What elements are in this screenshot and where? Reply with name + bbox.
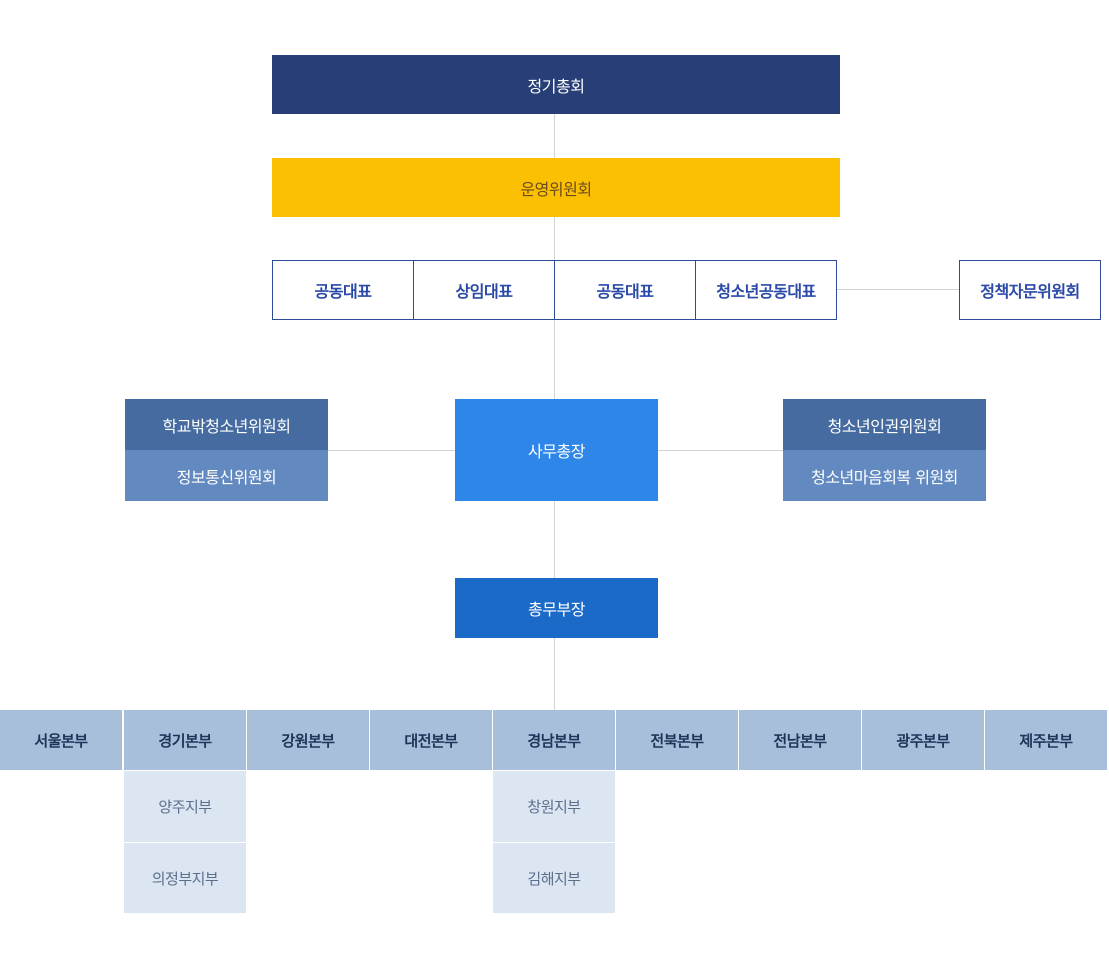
headquarters-jeju: 제주본부 xyxy=(985,710,1107,770)
headquarters-daejeon: 대전본부 xyxy=(370,710,492,770)
headquarters-gwangju: 광주본부 xyxy=(862,710,984,770)
headquarters-seoul: 서울본부 xyxy=(0,710,122,770)
headquarters-gyeonggi: 경기본부 xyxy=(124,710,246,770)
standing-representative-box: 상임대표 xyxy=(413,260,555,320)
connector-right-committees xyxy=(657,450,783,451)
headquarters-jeonnam: 전남본부 xyxy=(739,710,861,770)
branch-uijeongbu: 의정부지부 xyxy=(124,843,246,913)
headquarters-gangwon: 강원본부 xyxy=(247,710,369,770)
youth-mind-recovery-committee-box: 청소년마음회복 위원회 xyxy=(783,450,986,501)
branch-changwon: 창원지부 xyxy=(493,771,615,842)
policy-advisory-committee-box: 정책자문위원회 xyxy=(959,260,1101,320)
youth-human-rights-committee-box: 청소년인권위원회 xyxy=(783,399,986,450)
connector-left-committees xyxy=(328,450,455,451)
general-manager-box: 총무부장 xyxy=(455,578,658,638)
youth-co-representative-box: 청소년공동대표 xyxy=(695,260,837,320)
steering-committee-box: 운영위원회 xyxy=(272,158,840,217)
secretary-general-box: 사무총장 xyxy=(455,399,658,501)
information-communication-committee-box: 정보통신위원회 xyxy=(125,450,328,501)
general-assembly-box: 정기총회 xyxy=(272,55,840,114)
branch-yangju: 양주지부 xyxy=(124,771,246,842)
out-of-school-youth-committee-box: 학교밖청소년위원회 xyxy=(125,399,328,450)
co-representative-box: 공동대표 xyxy=(272,260,414,320)
headquarters-gyeongnam: 경남본부 xyxy=(493,710,615,770)
connector-policy xyxy=(836,289,960,290)
headquarters-jeonbuk: 전북본부 xyxy=(616,710,738,770)
co-representative-box-2: 공동대표 xyxy=(554,260,696,320)
branch-gimhae: 김해지부 xyxy=(493,843,615,913)
